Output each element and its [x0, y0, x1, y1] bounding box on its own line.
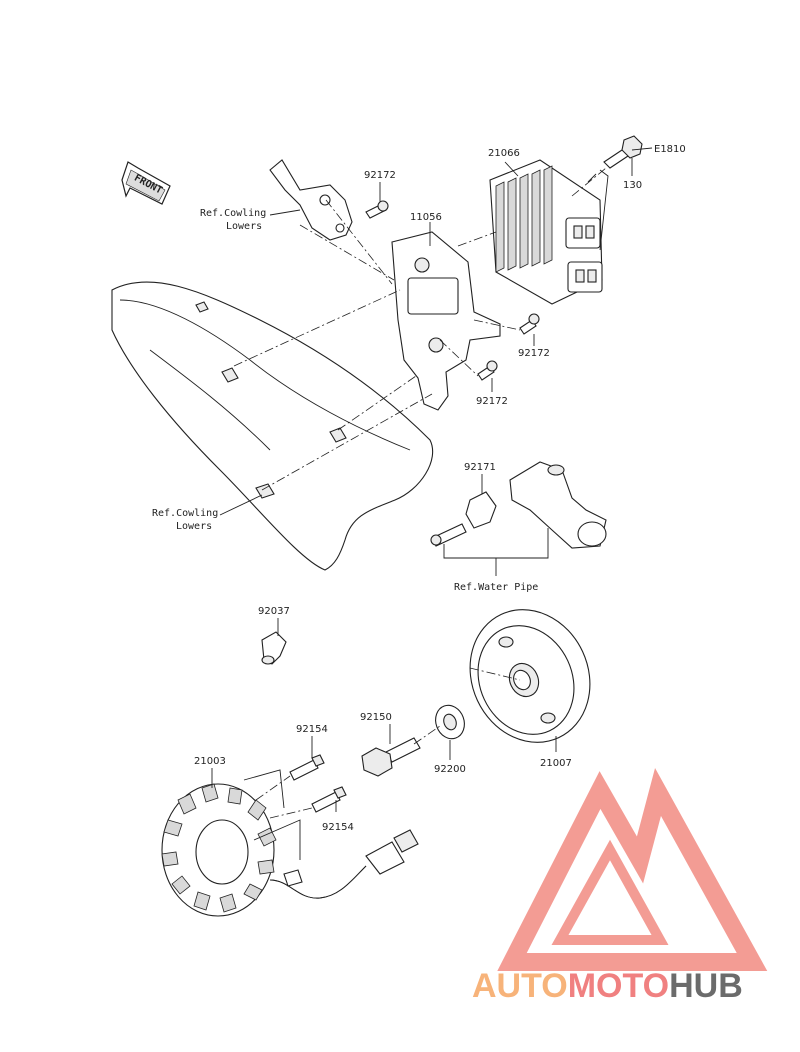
- label-ref-cowling-low-2: Lowers: [176, 521, 212, 532]
- label-92154-low: 92154: [322, 822, 354, 833]
- label-92150: 92150: [360, 712, 392, 723]
- watermark-text: AUTOMOTOHUB: [472, 968, 792, 1004]
- watermark-auto: AUTO: [472, 967, 568, 1005]
- watermark-moto: MOTO: [567, 967, 670, 1005]
- stator-21003: [161, 783, 419, 917]
- clamp-92171: [430, 491, 497, 547]
- label-92200: 92200: [434, 764, 466, 775]
- bolt-92154-low: [311, 786, 347, 813]
- label-21003: 21003: [194, 756, 226, 767]
- label-e1810: E1810: [654, 144, 686, 155]
- screw-92172-mid: [519, 313, 540, 335]
- label-ref-cowling-top-2: Lowers: [226, 221, 262, 232]
- cowling-lower: [111, 281, 434, 571]
- front-arrow: FRONT: [121, 161, 171, 205]
- bolt-92150: [361, 737, 421, 777]
- regulator-21066: [489, 159, 603, 305]
- watermark-hub: HUB: [669, 967, 743, 1005]
- label-21066: 21066: [488, 148, 520, 159]
- screw-92172-top: [365, 200, 389, 219]
- label-130: 130: [623, 180, 642, 191]
- label-ref-water-pipe: Ref.Water Pipe: [454, 582, 538, 593]
- leader-lines: [211, 147, 653, 860]
- bracket-11056: [391, 231, 501, 411]
- label-92171: 92171: [464, 462, 496, 473]
- rotor-21007: [469, 609, 591, 743]
- label-ref-cowling-low-1: Ref.Cowling: [152, 508, 218, 519]
- screw-92172-low: [477, 360, 498, 381]
- bolt-92154-top: [289, 754, 325, 781]
- water-pipe-fitting: [509, 461, 607, 549]
- label-11056: 11056: [410, 212, 442, 223]
- label-ref-cowling-top-1: Ref.Cowling: [200, 208, 266, 219]
- watermark-logo: [497, 768, 768, 971]
- labels: E1810 21066 130 92172 11056 92172 92172 …: [152, 144, 686, 833]
- label-92172-low: 92172: [476, 396, 508, 407]
- cap-92037: [261, 631, 287, 665]
- label-92172-mid: 92172: [518, 348, 550, 359]
- bolt-130: [603, 135, 643, 169]
- washer-92200: [435, 704, 465, 740]
- bracket-cowling-top: [269, 159, 353, 241]
- label-92172-top: 92172: [364, 170, 396, 181]
- label-21007: 21007: [540, 758, 572, 769]
- label-92037: 92037: [258, 606, 290, 617]
- label-92154-top: 92154: [296, 724, 328, 735]
